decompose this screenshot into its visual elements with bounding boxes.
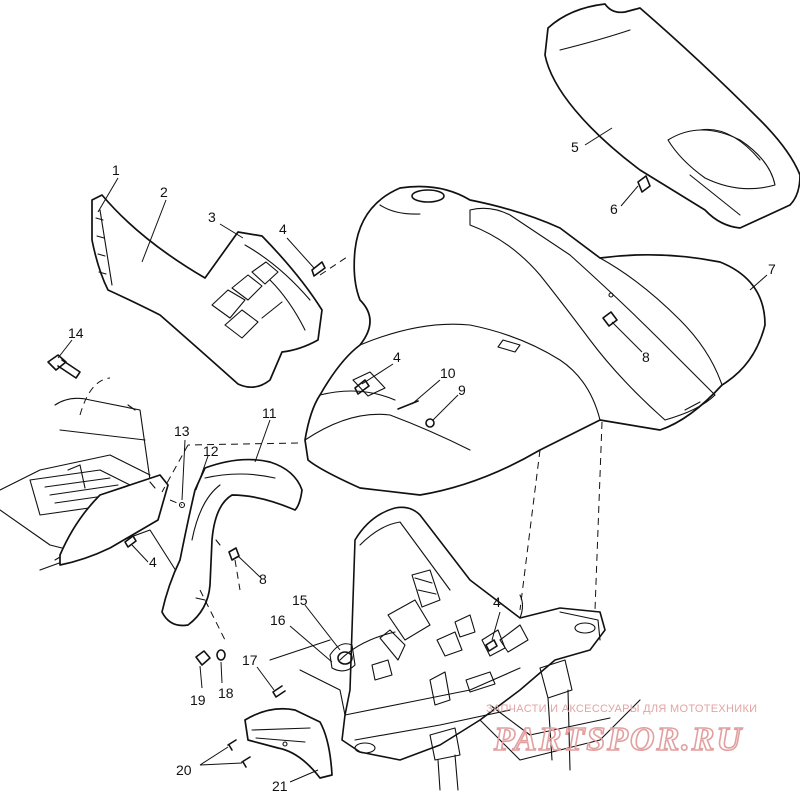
callout-18: 18 [218, 685, 234, 701]
callout-19: 19 [190, 692, 206, 708]
callout-15: 15 [292, 592, 308, 608]
callout-21: 21 [272, 778, 288, 794]
part-7-rear-fender [304, 185, 766, 496]
callout-4c: 4 [149, 554, 157, 570]
callout-17: 17 [242, 652, 258, 668]
callout-8b: 8 [259, 571, 267, 587]
callout-3: 3 [208, 209, 216, 225]
callout-14: 14 [68, 325, 84, 341]
part-5-rear-cover [544, 3, 800, 229]
leader-lines [57, 127, 768, 783]
callout-4d: 4 [493, 594, 501, 610]
callout-8: 8 [642, 349, 650, 365]
callout-12: 12 [203, 443, 219, 459]
callout-labels: 1 2 3 4 5 6 7 8 4 10 9 14 11 13 12 4 8 1… [68, 139, 776, 794]
part-15-16-hardware [329, 643, 356, 672]
callout-5: 5 [571, 139, 579, 155]
part-21-cover [244, 707, 333, 779]
watermark-tagline: ЗАПЧАСТИ И АКСЕССУАРЫ ДЛЯ МОТОТЕХНИКИ [486, 703, 757, 715]
callout-10: 10 [440, 365, 456, 381]
callout-13: 13 [174, 423, 190, 439]
part-14-bolt [47, 354, 81, 379]
watermark: ЗАПЧАСТИ И АКСЕССУАРЫ ДЛЯ МОТОТЕХНИКИ PA… [486, 703, 757, 759]
callout-2: 2 [160, 184, 168, 200]
left-mud-flap [59, 474, 169, 566]
part-6-clip [637, 175, 651, 193]
watermark-logo: PARTSPOR.RU [493, 721, 743, 758]
callout-6: 6 [610, 201, 618, 217]
callout-11: 11 [262, 405, 277, 421]
callout-4: 4 [279, 221, 287, 237]
callout-4b: 4 [393, 349, 401, 365]
alignment-lines [161, 254, 603, 641]
part-11-fender-flare [161, 458, 303, 627]
callout-16: 16 [270, 612, 286, 628]
screws-small [195, 649, 286, 768]
callout-1: 1 [112, 162, 120, 178]
callout-9: 9 [458, 382, 466, 398]
part-2-front-panel [91, 194, 323, 389]
callout-7: 7 [768, 261, 776, 277]
frame-assembly [269, 506, 641, 791]
callout-20: 20 [176, 762, 192, 778]
